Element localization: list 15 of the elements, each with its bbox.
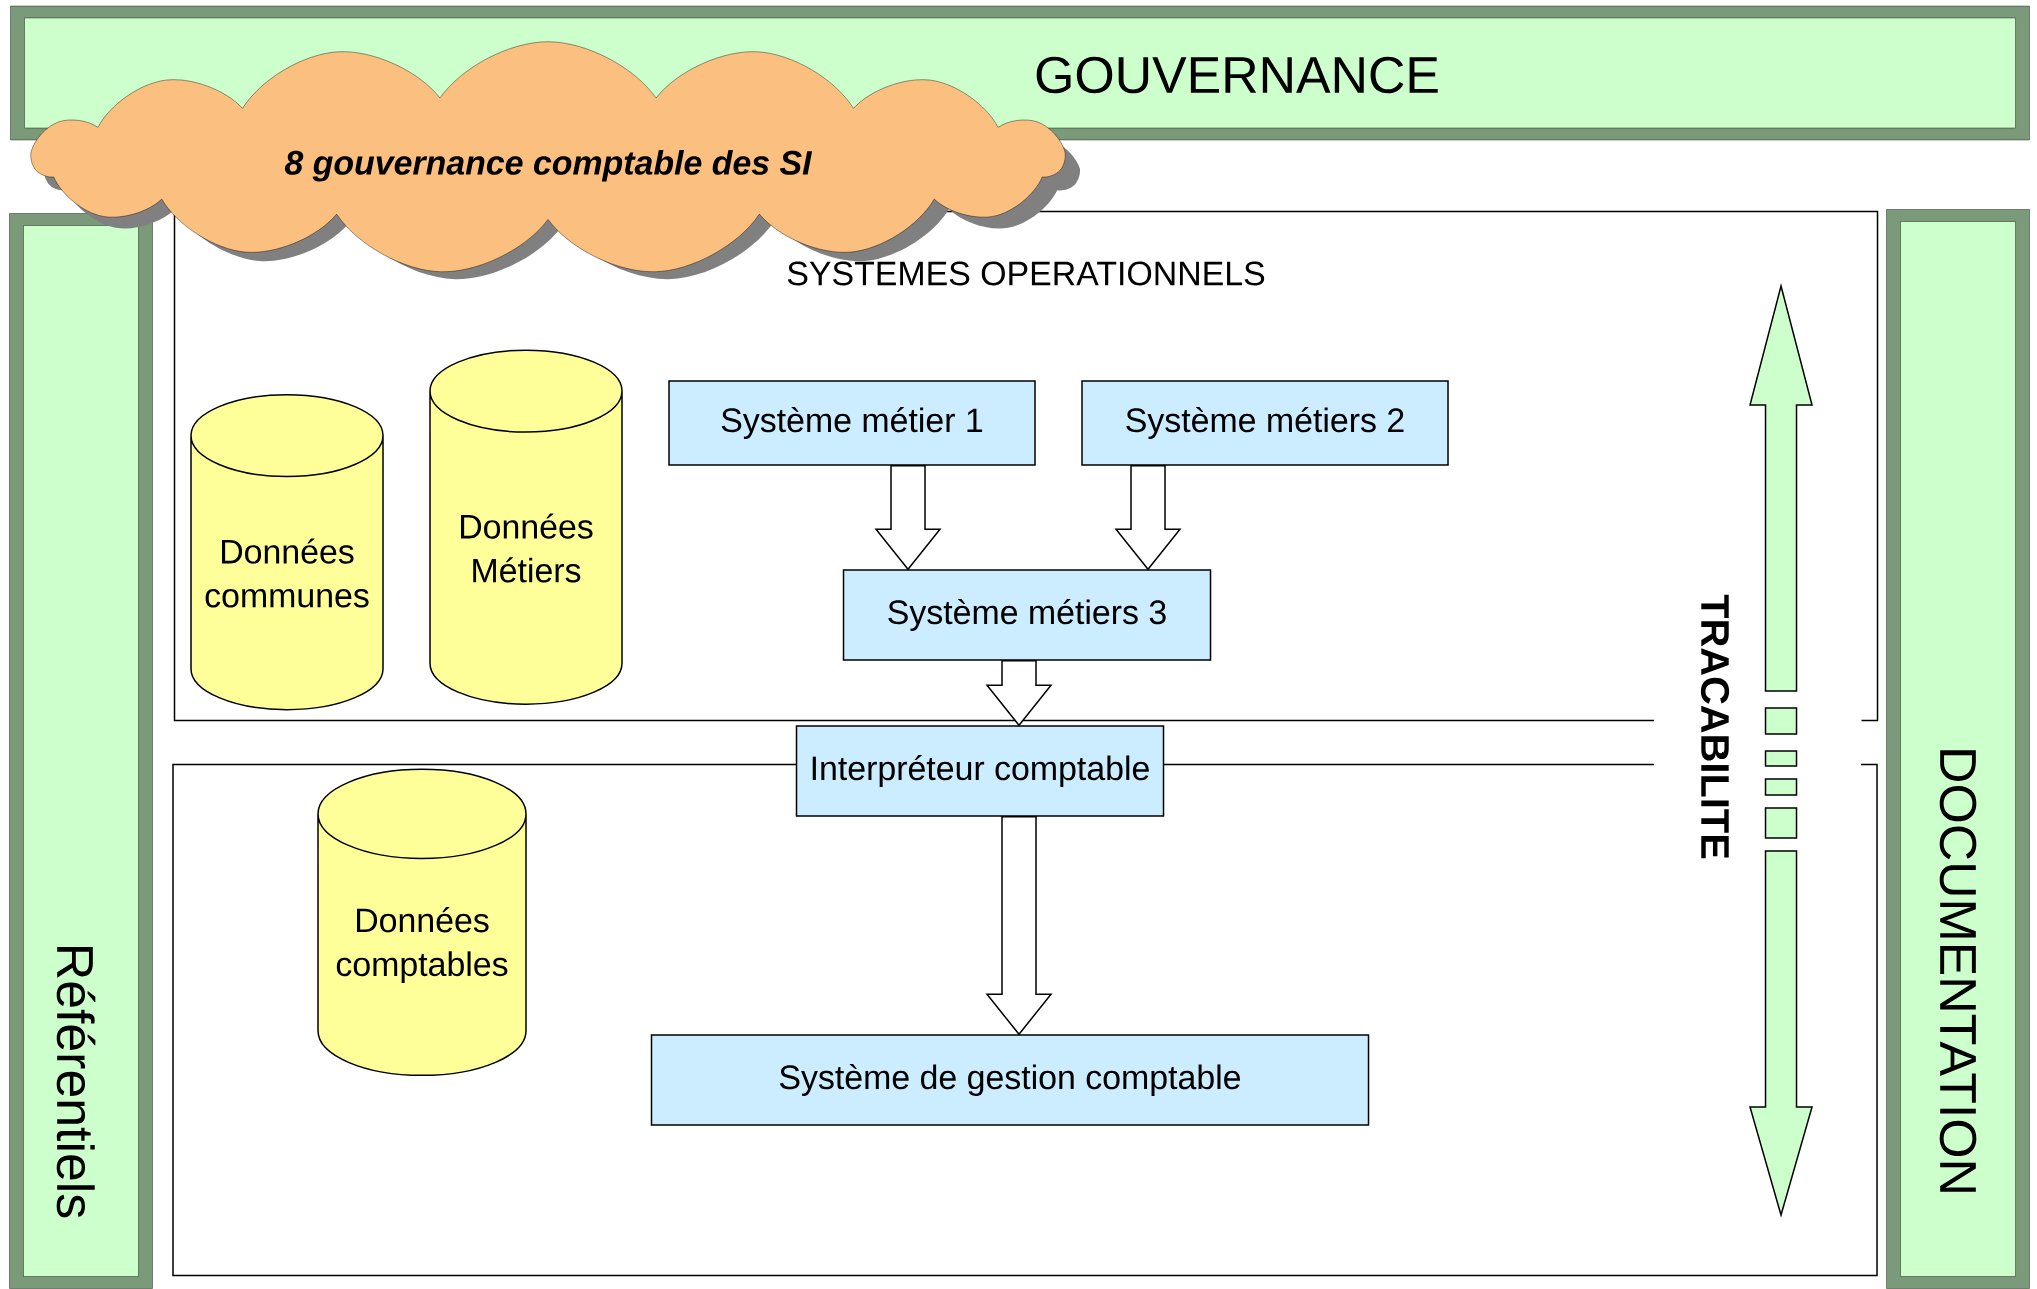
side-band: Référentiels: [9, 213, 153, 1289]
process-box: Système métiers 3: [842, 569, 1212, 661]
process-box: Système de gestion comptable: [650, 1034, 1370, 1126]
database-cylinder: Données comptables: [317, 768, 527, 1077]
database-cylinder: Données communes: [190, 393, 384, 711]
process-box: Interpréteur comptable: [795, 725, 1165, 817]
process-box: Système métiers 2: [1081, 380, 1449, 466]
axis-label: TRACABILITE: [1700, 594, 1730, 859]
block-arrow: [1114, 465, 1182, 571]
process-box: Système métier 1: [668, 380, 1036, 466]
block-arrow: [874, 465, 942, 571]
block-arrow: [985, 816, 1053, 1036]
database-cylinder: Données Métiers: [429, 349, 623, 705]
block-arrow: [985, 660, 1053, 727]
side-band: DOCUMENTATION: [1886, 209, 2030, 1289]
